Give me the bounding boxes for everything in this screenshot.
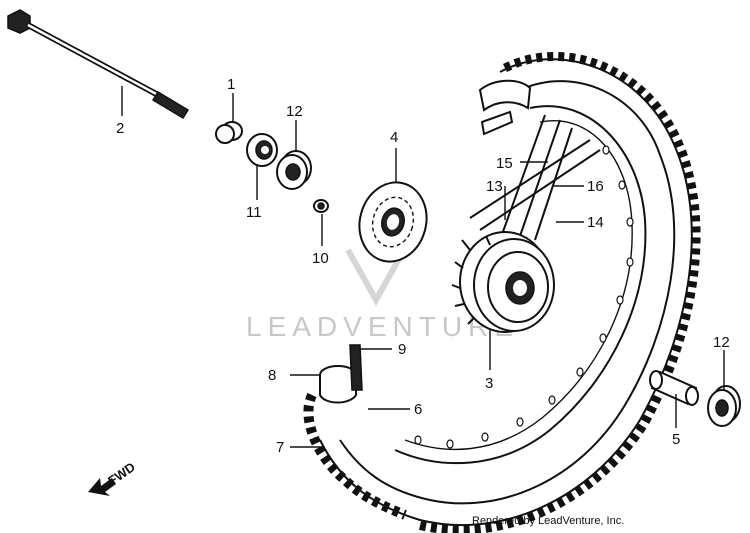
callout-9: 9 [398,341,406,358]
callout-4: 4 [390,129,398,146]
callout-7: 7 [276,439,284,456]
bearing-upper [276,150,312,190]
callout-14: 14 [587,214,604,231]
leader-lines [121,86,725,448]
fwd-arrow: FWD [88,459,138,496]
watermark: LEADVENTURE [246,248,519,342]
callout-13: 13 [486,178,503,195]
spacer-collar [649,370,699,406]
callout-10: 10 [312,250,329,267]
callout-12-right: 12 [713,334,730,351]
hub [451,231,555,333]
collar [215,121,243,144]
fwd-label: FWD [105,459,138,488]
callout-15: 15 [496,155,513,172]
brake-plate [358,181,428,263]
watermark-text: LEADVENTURE [246,311,519,342]
callout-3: 3 [485,375,493,392]
callout-1: 1 [227,76,235,93]
callout-12-top: 12 [286,103,303,120]
callout-16: 16 [587,178,604,195]
spokes [469,114,601,241]
nut [313,199,329,213]
callout-labels: 1 2 12 11 10 4 15 13 16 14 9 8 6 7 3 12 … [116,76,730,456]
credit-text: Rendered by LeadVenture, Inc. [472,515,625,527]
dust-seal [246,133,278,167]
axle-bolt [7,9,190,120]
callout-5: 5 [672,431,680,448]
tire [303,51,701,533]
callout-11: 11 [246,204,262,221]
callout-8: 8 [268,367,276,384]
callout-6: 6 [414,401,422,418]
bearing-lower [707,385,741,427]
callout-2: 2 [116,120,124,137]
rim-band-bottom [319,344,363,404]
rim [394,105,647,465]
rim-band-top [478,79,532,136]
